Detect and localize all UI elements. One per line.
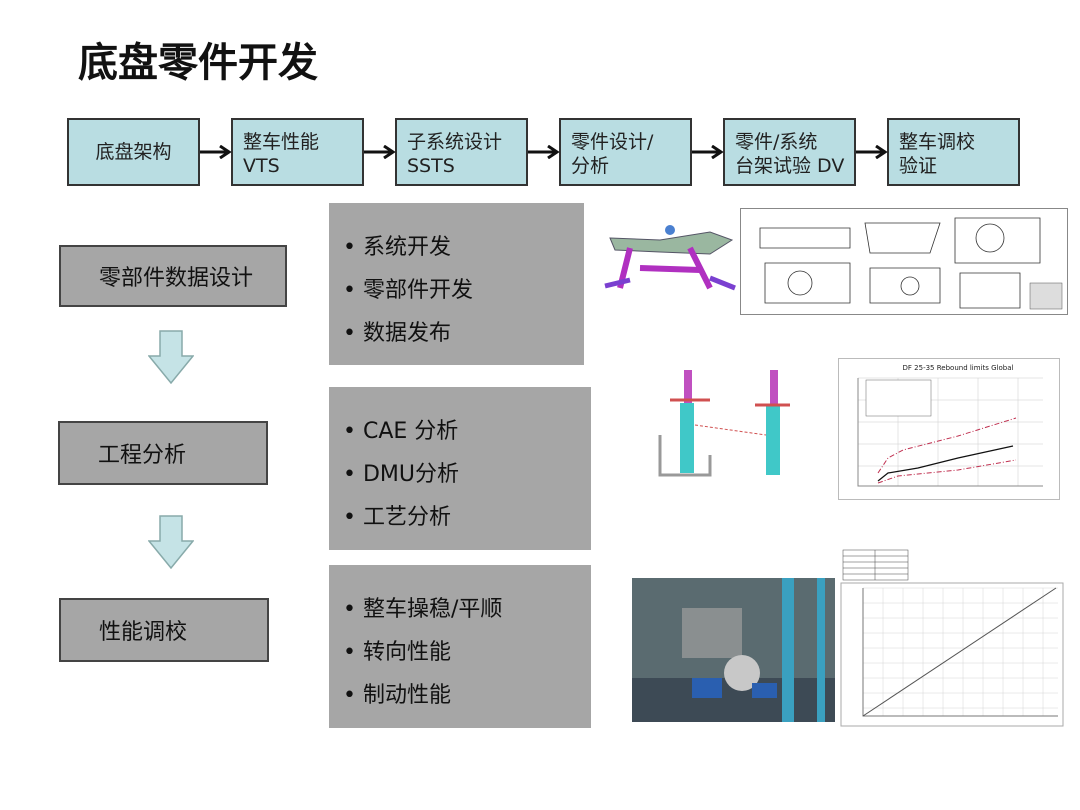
flow-step-label: 零件/系统 (735, 131, 818, 153)
panel-item: • CAE 分析 (343, 419, 459, 444)
flow-step-chassis-architecture: 底盘架构 (67, 118, 200, 186)
stage-label: 零部件数据设计 (99, 266, 254, 291)
panel-data-design-items: • 系统开发 • 零部件开发 • 数据发布 (329, 203, 584, 365)
flow-step-label: 分析 (571, 155, 610, 177)
flow-step-dv-test: 零件/系统台架试验 DV (723, 118, 856, 186)
stage-part-data-design: 零部件数据设计 (59, 245, 287, 307)
stage-label: 性能调校 (99, 620, 188, 645)
flow-step-label: SSTS (407, 155, 455, 177)
stage-performance-tuning: 性能调校 (59, 598, 269, 662)
engineering-drawing-image (740, 208, 1068, 315)
panel-item: • 制动性能 (343, 683, 451, 708)
stage-label: 工程分析 (98, 443, 187, 468)
flow-step-vehicle-tuning: 整车调校验证 (887, 118, 1020, 186)
stage-engineering-analysis: 工程分析 (58, 421, 268, 485)
flow-step-label: 整车调校 (899, 131, 976, 153)
subframe-3d-image (604, 225, 736, 291)
flow-step-label: VTS (243, 155, 280, 177)
chart-title: DF 25-35 Rebound limits Global (903, 364, 1014, 372)
arrow-right-icon (856, 145, 888, 159)
strut-assembly-image (658, 370, 790, 477)
flow-step-label: 子系统设计 (407, 131, 503, 153)
arrow-right-icon (364, 145, 396, 159)
panel-item: • 零部件开发 (343, 278, 473, 303)
arrow-right-icon (692, 145, 724, 159)
panel-item: • DMU分析 (343, 462, 459, 487)
spring-force-chart-image (840, 549, 1064, 727)
flow-step-part-design: 零件设计/分析 (559, 118, 692, 186)
panel-analysis-items: • CAE 分析 • DMU分析 • 工艺分析 (329, 387, 591, 550)
flow-step-label: 底盘架构 (95, 141, 172, 163)
arrow-down-icon (148, 330, 194, 384)
test-rig-photo (632, 578, 835, 722)
panel-item: • 整车操稳/平顺 (343, 597, 503, 622)
arrow-down-icon (148, 515, 194, 569)
flow-step-label: 验证 (899, 155, 938, 177)
arrow-right-icon (528, 145, 560, 159)
panel-item: • 工艺分析 (343, 505, 451, 530)
panel-item: • 数据发布 (343, 321, 451, 346)
panel-item: • 转向性能 (343, 640, 451, 665)
page-title: 底盘零件开发 (78, 40, 318, 86)
panel-item: • 系统开发 (343, 235, 451, 260)
arrow-right-icon (200, 145, 232, 159)
rebound-limits-chart-image: DF 25-35 Rebound limits Global (838, 358, 1060, 500)
flow-step-label: 整车性能 (243, 131, 320, 153)
flow-step-label: 台架试验 DV (735, 155, 845, 177)
panel-tuning-items: • 整车操稳/平顺 • 转向性能 • 制动性能 (329, 565, 591, 728)
flow-step-label: 零件设计/ (571, 131, 654, 153)
